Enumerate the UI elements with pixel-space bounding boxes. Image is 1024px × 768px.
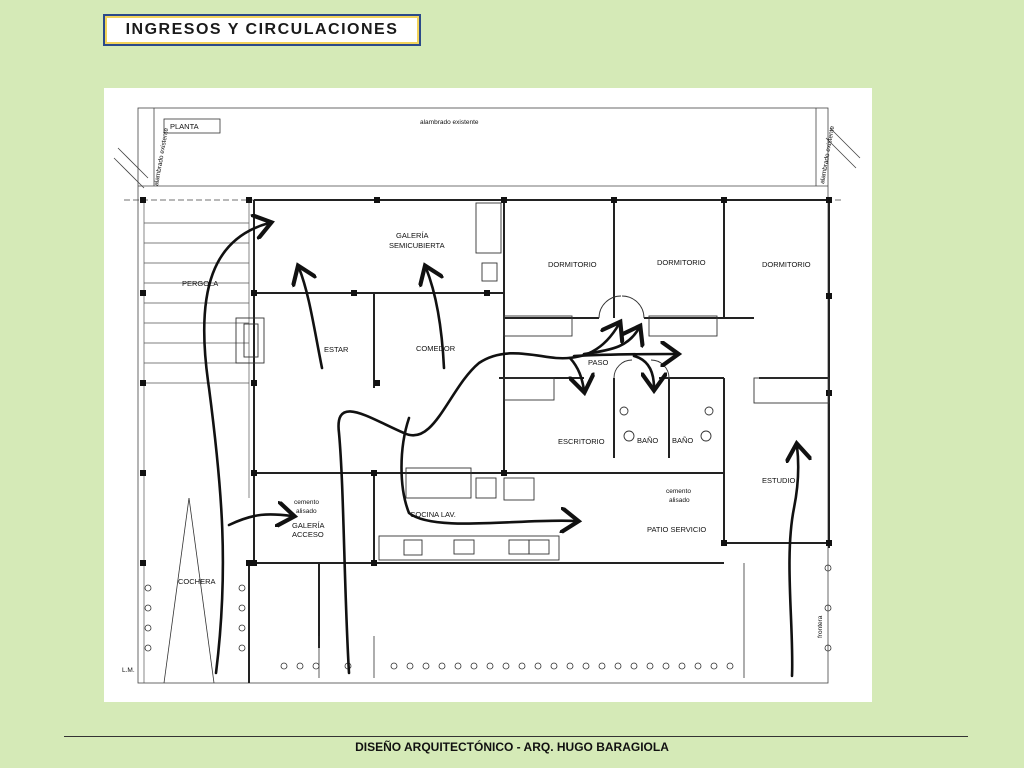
arrow-paso-east	[572, 354, 676, 356]
label-estudio: ESTUDIO	[762, 476, 796, 485]
pergola-slats	[143, 200, 250, 683]
alambrado-top-label: alambrado existente	[420, 119, 479, 126]
label-cemento2a: cemento	[666, 488, 691, 495]
label-cemento1b: alisado	[296, 508, 317, 515]
label-frontera: frontera	[817, 615, 824, 638]
floor-plan: PLANTA alambrado existente alambrado exi…	[104, 88, 872, 702]
columns	[140, 197, 832, 566]
label-cocina: COCINA LAV.	[410, 510, 456, 519]
arrow-main	[337, 324, 619, 675]
label-cochera: COCHERA	[178, 577, 216, 586]
label-cemento1a: cemento	[294, 499, 319, 506]
floor-plan-drawing: PLANTA alambrado existente alambrado exi…	[113, 107, 861, 684]
arrow-comedor	[426, 268, 446, 370]
label-estar: ESTAR	[324, 345, 349, 354]
label-dorm3: DORMITORIO	[762, 260, 811, 269]
arrow-cocina	[400, 416, 577, 524]
footer-rule	[64, 736, 968, 737]
label-pergola: PERGOLA	[182, 279, 218, 288]
label-paso: PASO	[588, 358, 608, 367]
label-dorm2: DORMITORIO	[657, 258, 706, 267]
arrow-acceso	[227, 514, 292, 525]
arrow-pergola	[202, 223, 269, 675]
footer-credit: DISEÑO ARQUITECTÓNICO - ARQ. HUGO BARAGI…	[355, 740, 669, 754]
label-galeria1: GALERÍA	[396, 231, 429, 240]
slide-title-box: INGRESOS Y CIRCULACIONES	[103, 14, 421, 46]
label-galeria-acceso1: GALERÍA	[292, 521, 325, 530]
fixtures	[235, 202, 830, 561]
arrow-estar	[299, 268, 324, 370]
label-patio: PATIO SERVICIO	[647, 525, 706, 534]
alambrado-left-label: alambrado existente	[153, 127, 170, 186]
arrow-paso-dorm2	[582, 328, 639, 356]
label-bano2: BAÑO	[672, 436, 693, 445]
arrow-estudio	[789, 446, 798, 678]
boundary-posts	[144, 497, 832, 684]
label-bano1: BAÑO	[637, 436, 658, 445]
label-comedor: COMEDOR	[416, 344, 456, 353]
property-lines	[113, 107, 861, 684]
label-galeria-acceso2: ACCESO	[292, 530, 324, 539]
planta-tag: PLANTA	[163, 118, 221, 134]
arrow-paso-escritorio	[570, 356, 584, 390]
label-cemento2b: alisado	[669, 497, 690, 504]
label-escritorio: ESCRITORIO	[558, 437, 605, 446]
slide-title: INGRESOS Y CIRCULACIONES	[125, 21, 399, 38]
label-lm: L.M.	[122, 667, 135, 674]
arrow-paso-bano	[632, 354, 654, 388]
circulation-arrows	[202, 223, 798, 678]
label-galeria2: SEMICUBIERTA	[389, 241, 445, 250]
label-dorm1: DORMITORIO	[548, 260, 597, 269]
house-walls	[248, 199, 830, 683]
planta-label: PLANTA	[170, 122, 199, 131]
